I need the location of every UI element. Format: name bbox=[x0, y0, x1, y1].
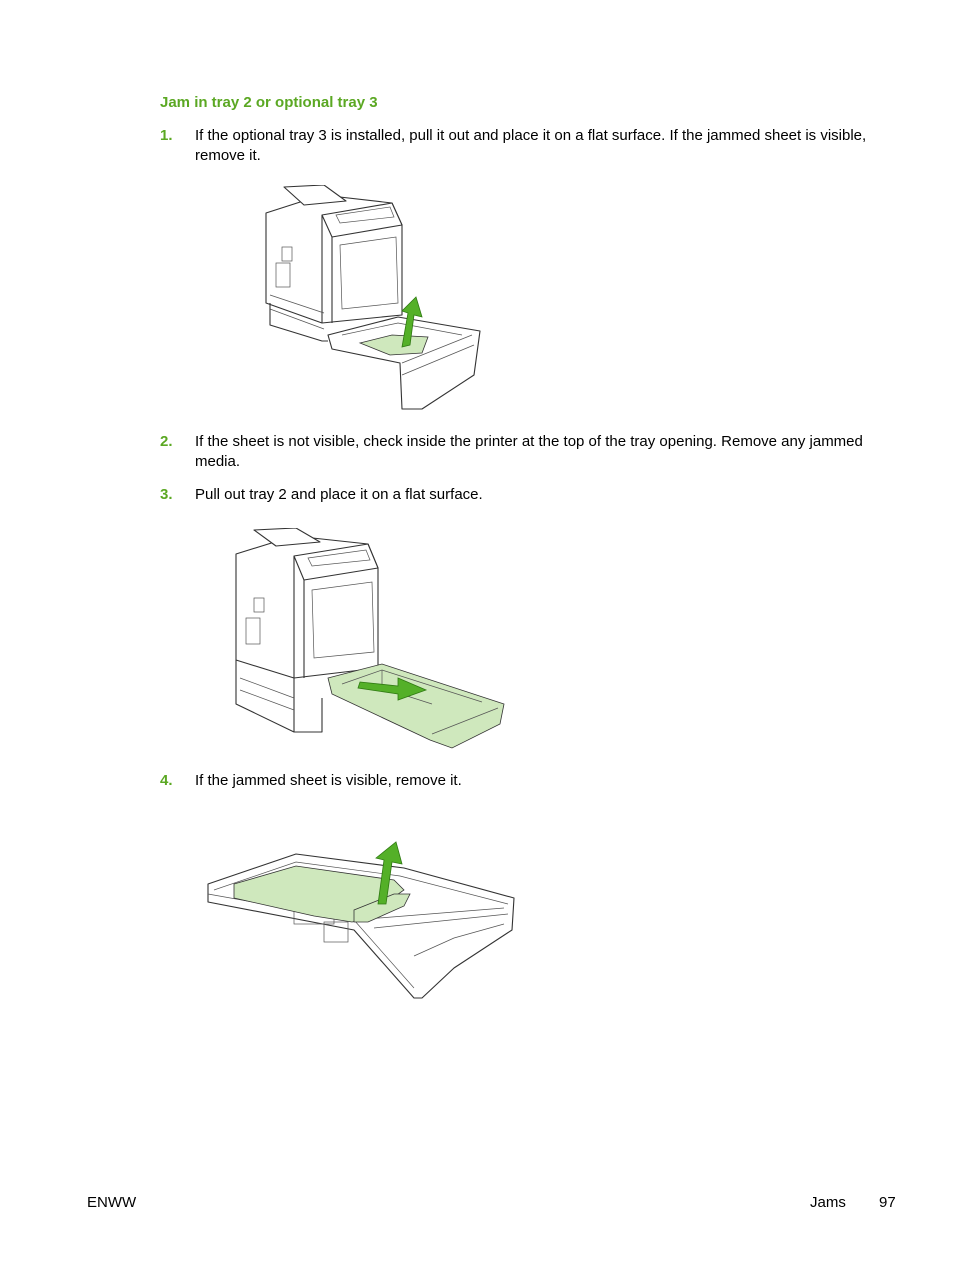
tray-jammed-sheet-illustration bbox=[207, 841, 515, 999]
page-number: 97 bbox=[879, 1194, 896, 1211]
output-bin bbox=[253, 528, 321, 547]
step-2: 2. If the sheet is not visible, check in… bbox=[160, 432, 890, 472]
step-4: 4. If the jammed sheet is visible, remov… bbox=[160, 771, 890, 791]
printer-tray2-removal-illustration bbox=[235, 528, 505, 749]
step-1: 1. If the optional tray 3 is installed, … bbox=[160, 126, 890, 166]
step-number: 2. bbox=[160, 433, 173, 450]
step-number: 3. bbox=[160, 486, 173, 503]
step-number: 4. bbox=[160, 772, 173, 789]
pull-up-arrow-icon bbox=[375, 841, 403, 905]
step-text: If the optional tray 3 is installed, pul… bbox=[195, 127, 867, 164]
step-number: 1. bbox=[160, 127, 173, 144]
tray-3 bbox=[327, 316, 481, 410]
output-bin bbox=[283, 185, 347, 206]
step-text: If the jammed sheet is visible, remove i… bbox=[195, 772, 462, 789]
tray-2 bbox=[327, 663, 505, 749]
step-text: Pull out tray 2 and place it on a flat s… bbox=[195, 486, 483, 503]
step-3: 3. Pull out tray 2 and place it on a fla… bbox=[160, 485, 890, 505]
pull-out-arrow-icon bbox=[357, 677, 428, 701]
printer-top bbox=[293, 543, 379, 581]
section-heading: Jam in tray 2 or optional tray 3 bbox=[160, 94, 378, 111]
printer-top bbox=[321, 202, 403, 238]
footer-doc-code: ENWW bbox=[87, 1194, 137, 1211]
step-text: If the sheet is not visible, check insid… bbox=[195, 433, 863, 470]
jammed-sheet bbox=[353, 893, 411, 923]
pull-up-arrow-icon bbox=[401, 296, 423, 348]
footer-section-title: Jams bbox=[810, 1194, 846, 1211]
printer-tray3-removal-illustration bbox=[265, 185, 481, 410]
